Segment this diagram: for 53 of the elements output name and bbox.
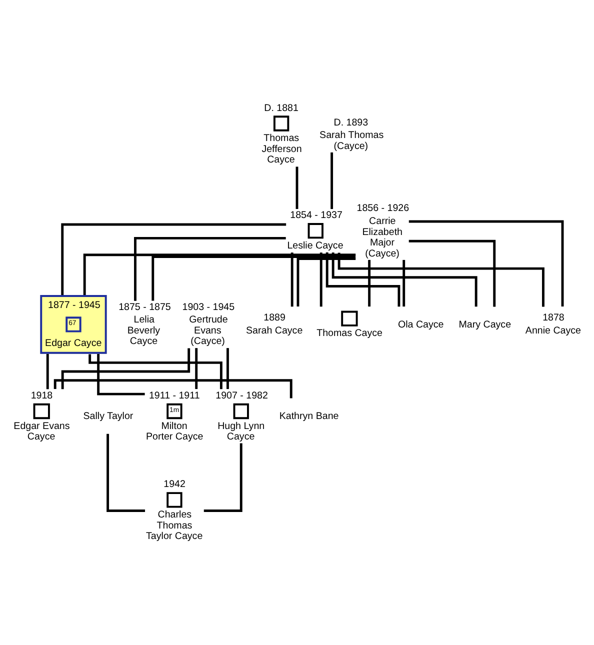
node-text: 1875 - 1875 Lelia Beverly Cayce [118, 302, 171, 348]
node-text: 1856 - 1926 Carrie Elizabeth Major (Cayce) [356, 203, 410, 260]
connector [330, 152, 334, 210]
connector [408, 240, 496, 307]
connector [226, 348, 229, 390]
connector [134, 236, 286, 301]
node-text: 1903 - 1945 Gertrude Evans (Cayce) [182, 302, 235, 348]
connector [320, 252, 322, 307]
node-label: Edgar Evans Cayce [14, 420, 70, 443]
connector [408, 220, 564, 307]
connector [106, 434, 146, 512]
node-box [341, 310, 358, 326]
node-text: 1889 Sarah Cayce [246, 312, 303, 336]
node-label: 1911 - 1911 [148, 390, 200, 402]
node-label: Charles Thomas Taylor Cayce [146, 510, 203, 542]
node-box-text [33, 403, 50, 420]
node-label: 1942 [164, 479, 186, 490]
connector [290, 252, 294, 307]
connector [204, 443, 242, 512]
node-label: Leslie Cayce [287, 240, 344, 252]
connector [402, 260, 406, 307]
node-box [273, 116, 290, 132]
node-text: Kathryn Bane [279, 411, 339, 422]
connector [326, 252, 400, 307]
connector [296, 258, 356, 306]
connector [88, 354, 222, 390]
node-label: D. 1881 [264, 102, 298, 114]
connector [83, 254, 356, 295]
node-text: Ola Cayce [398, 319, 444, 330]
node-text: 1878 Annie Cayce [525, 312, 581, 336]
node-label: 1918 [30, 390, 53, 402]
connector [296, 166, 298, 209]
connector [61, 348, 190, 390]
node-box [166, 492, 182, 508]
node-label: Hugh Lynn Cayce [218, 420, 265, 443]
connector [46, 354, 49, 390]
node-box-text [233, 403, 249, 420]
node-text: Sally Taylor [83, 411, 134, 422]
connector [368, 260, 371, 307]
node-label: Thomas Cayce [316, 328, 382, 340]
connector [332, 252, 478, 307]
node-text: Mary Cayce [458, 319, 512, 330]
connector [195, 348, 198, 390]
connector [338, 252, 544, 307]
node-box-text [308, 223, 324, 239]
connector [61, 223, 286, 295]
node-text: D. 1893 Sarah Thomas (Cayce) [320, 117, 384, 152]
node-label: Thomas Jefferson Cayce [262, 133, 302, 166]
connector [152, 256, 356, 301]
node-label: 1854 - 1937 [290, 210, 342, 222]
connector [97, 354, 145, 396]
node-label: 1907 - 1982 [216, 390, 268, 402]
node-label: Milton Porter Cayce [146, 420, 204, 443]
